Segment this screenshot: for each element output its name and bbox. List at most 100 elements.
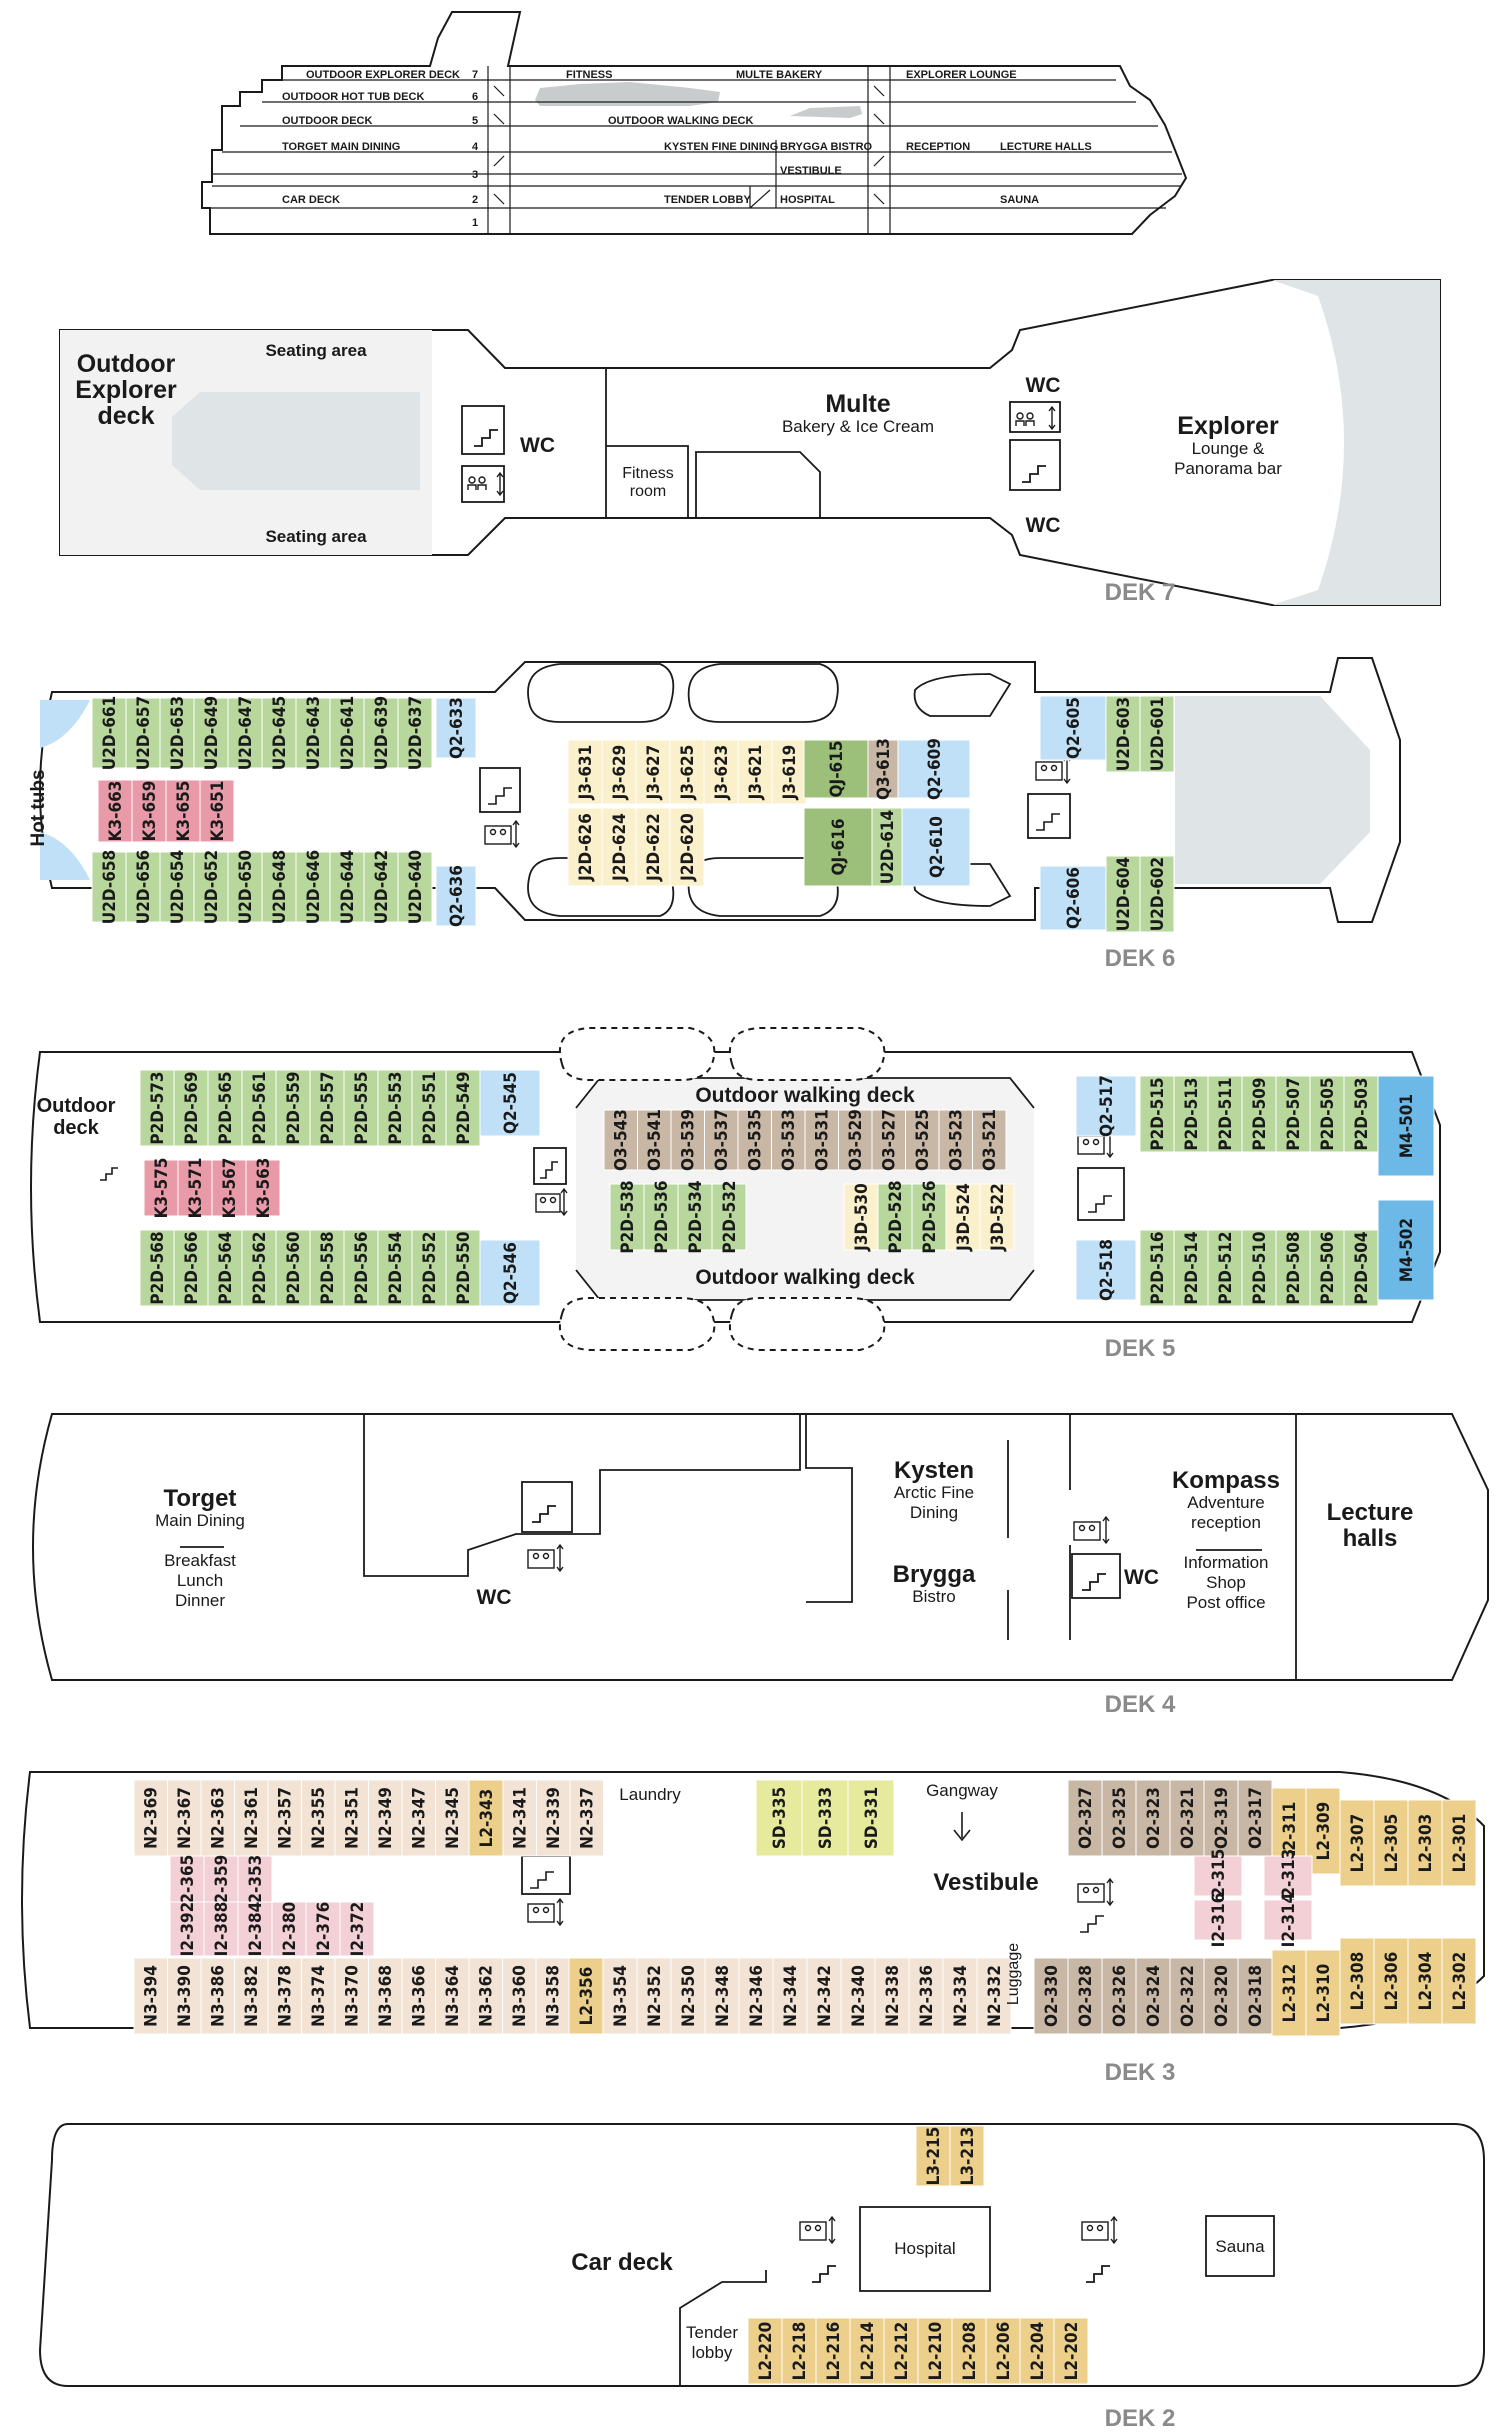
cabin-box[interactable]	[601, 807, 637, 887]
cabin[interactable]: N2-363	[200, 1779, 235, 1857]
cabin[interactable]: P2D-558	[309, 1229, 345, 1307]
cabin[interactable]: I2-384	[237, 1901, 273, 1957]
cabin[interactable]: U2D-614	[871, 807, 903, 887]
cabin[interactable]: N3-362	[468, 1957, 503, 2035]
cabin-box[interactable]	[309, 1069, 345, 1147]
cabin[interactable]: U2D-654	[159, 850, 195, 924]
cabin-box[interactable]	[343, 1069, 379, 1147]
cabin-box[interactable]	[917, 2317, 953, 2385]
cabin[interactable]: L2-301	[1441, 1799, 1477, 1887]
cabin-box[interactable]	[329, 851, 365, 923]
cabin-box[interactable]	[1271, 1949, 1307, 2037]
cabin[interactable]: O2-326	[1101, 1957, 1137, 2035]
cabin[interactable]: M4-502	[1377, 1199, 1435, 1301]
cabin-box[interactable]	[669, 807, 705, 887]
cabin[interactable]: N3-386	[200, 1957, 235, 2035]
cabin-box[interactable]	[747, 2317, 783, 2385]
cabin-box[interactable]	[942, 1957, 978, 2035]
cabin[interactable]: L2-216	[815, 2317, 851, 2385]
cabin-box[interactable]	[234, 1957, 269, 2035]
cabin[interactable]: U2D-640	[397, 850, 433, 924]
cabin-box[interactable]	[193, 851, 229, 923]
cabin[interactable]: N2-342	[806, 1957, 842, 2035]
cabin[interactable]: N3-360	[502, 1957, 537, 2035]
cabin[interactable]: U2D-641	[329, 696, 365, 770]
cabin[interactable]: O2-320	[1203, 1957, 1239, 2035]
cabin-box[interactable]	[173, 1229, 209, 1307]
cabin-box[interactable]	[334, 1779, 369, 1857]
cabin[interactable]: J2D-622	[635, 807, 671, 887]
cabin[interactable]: P2D-564	[207, 1229, 243, 1307]
cabin-box[interactable]	[305, 1901, 341, 1957]
cabin-box[interactable]	[635, 739, 671, 805]
cabin[interactable]: P2D-568	[139, 1229, 175, 1307]
cabin-box[interactable]	[397, 851, 433, 923]
cabin[interactable]: P2D-528	[877, 1180, 913, 1254]
cabin[interactable]: U2D-643	[295, 696, 331, 770]
cabin[interactable]: P2D-566	[173, 1229, 209, 1307]
cabin[interactable]: N2-336	[908, 1957, 944, 2035]
cabin[interactable]: K3-575	[143, 1158, 179, 1219]
cabin[interactable]: M4-501	[1377, 1075, 1435, 1177]
cabin[interactable]: L2-204	[1019, 2317, 1055, 2385]
cabin[interactable]: J3-619	[771, 739, 807, 805]
cabin-box[interactable]	[301, 1779, 336, 1857]
cabin-box[interactable]	[670, 1957, 706, 2035]
cabin[interactable]: J3D-530	[843, 1183, 879, 1252]
cabin-box[interactable]	[1343, 1075, 1379, 1153]
cabin[interactable]: N2-355	[301, 1779, 336, 1857]
cabin-box[interactable]	[207, 1069, 243, 1147]
cabin[interactable]: I2-372	[339, 1901, 375, 1957]
cabin[interactable]: J3-621	[737, 739, 773, 805]
cabin-box[interactable]	[1207, 1075, 1243, 1153]
cabin-box[interactable]	[567, 739, 603, 805]
cabin[interactable]: U2D-657	[125, 696, 161, 770]
cabin[interactable]: N3-378	[267, 1957, 302, 2035]
cabin-box[interactable]	[411, 1069, 447, 1147]
cabin[interactable]: L2-308	[1339, 1937, 1375, 2025]
cabin[interactable]: J2D-626	[567, 807, 603, 887]
cabin-box[interactable]	[169, 1901, 205, 1957]
cabin-box[interactable]	[838, 1109, 873, 1171]
cabin[interactable]: U2D-637	[397, 696, 433, 770]
cabin-box[interactable]	[167, 1779, 202, 1857]
cabin-box[interactable]	[1343, 1229, 1379, 1307]
cabin[interactable]: N3-364	[435, 1957, 470, 2035]
cabin[interactable]: SD-335	[755, 1779, 803, 1857]
cabin[interactable]: K3-567	[211, 1158, 247, 1219]
cabin[interactable]: P2D-550	[445, 1229, 481, 1307]
cabin-box[interactable]	[339, 1901, 375, 1957]
cabin-box[interactable]	[949, 2125, 985, 2187]
cabin-box[interactable]	[159, 851, 195, 923]
cabin[interactable]: P2D-551	[411, 1069, 447, 1147]
cabin[interactable]: N3-368	[368, 1957, 403, 2035]
cabin[interactable]: P2D-561	[241, 1069, 277, 1147]
cabin-box[interactable]	[1241, 1229, 1277, 1307]
cabin[interactable]: P2D-508	[1275, 1229, 1311, 1307]
cabin-box[interactable]	[1039, 865, 1107, 931]
cabin[interactable]: P2D-562	[241, 1229, 277, 1307]
cabin-box[interactable]	[245, 1159, 281, 1217]
cabin[interactable]: P2D-515	[1139, 1075, 1175, 1153]
cabin[interactable]: U2D-652	[193, 850, 229, 924]
cabin[interactable]: U2D-653	[159, 696, 195, 770]
cabin[interactable]: I2-380	[271, 1901, 307, 1957]
cabin[interactable]: O2-318	[1237, 1957, 1273, 2035]
cabin[interactable]: O3-523	[938, 1109, 973, 1171]
cabin-box[interactable]	[165, 779, 201, 843]
cabin-box[interactable]	[840, 1957, 876, 2035]
cabin[interactable]: J3-623	[703, 739, 739, 805]
cabin[interactable]: O3-533	[771, 1109, 806, 1171]
cabin-box[interactable]	[609, 1183, 645, 1251]
cabin[interactable]: K3-655	[165, 779, 201, 843]
cabin[interactable]: K3-659	[131, 779, 167, 843]
cabin[interactable]: SD-333	[801, 1779, 849, 1857]
cabin[interactable]: O2-317	[1237, 1779, 1273, 1857]
cabin[interactable]: P2D-573	[139, 1069, 175, 1147]
cabin[interactable]: O2-319	[1203, 1779, 1239, 1857]
cabin[interactable]: U2D-601	[1139, 695, 1175, 773]
cabin[interactable]: L3-215	[915, 2125, 951, 2187]
cabin[interactable]: U2D-647	[227, 696, 263, 770]
cabin[interactable]: O3-537	[704, 1109, 739, 1171]
cabin-box[interactable]	[1373, 1799, 1409, 1887]
